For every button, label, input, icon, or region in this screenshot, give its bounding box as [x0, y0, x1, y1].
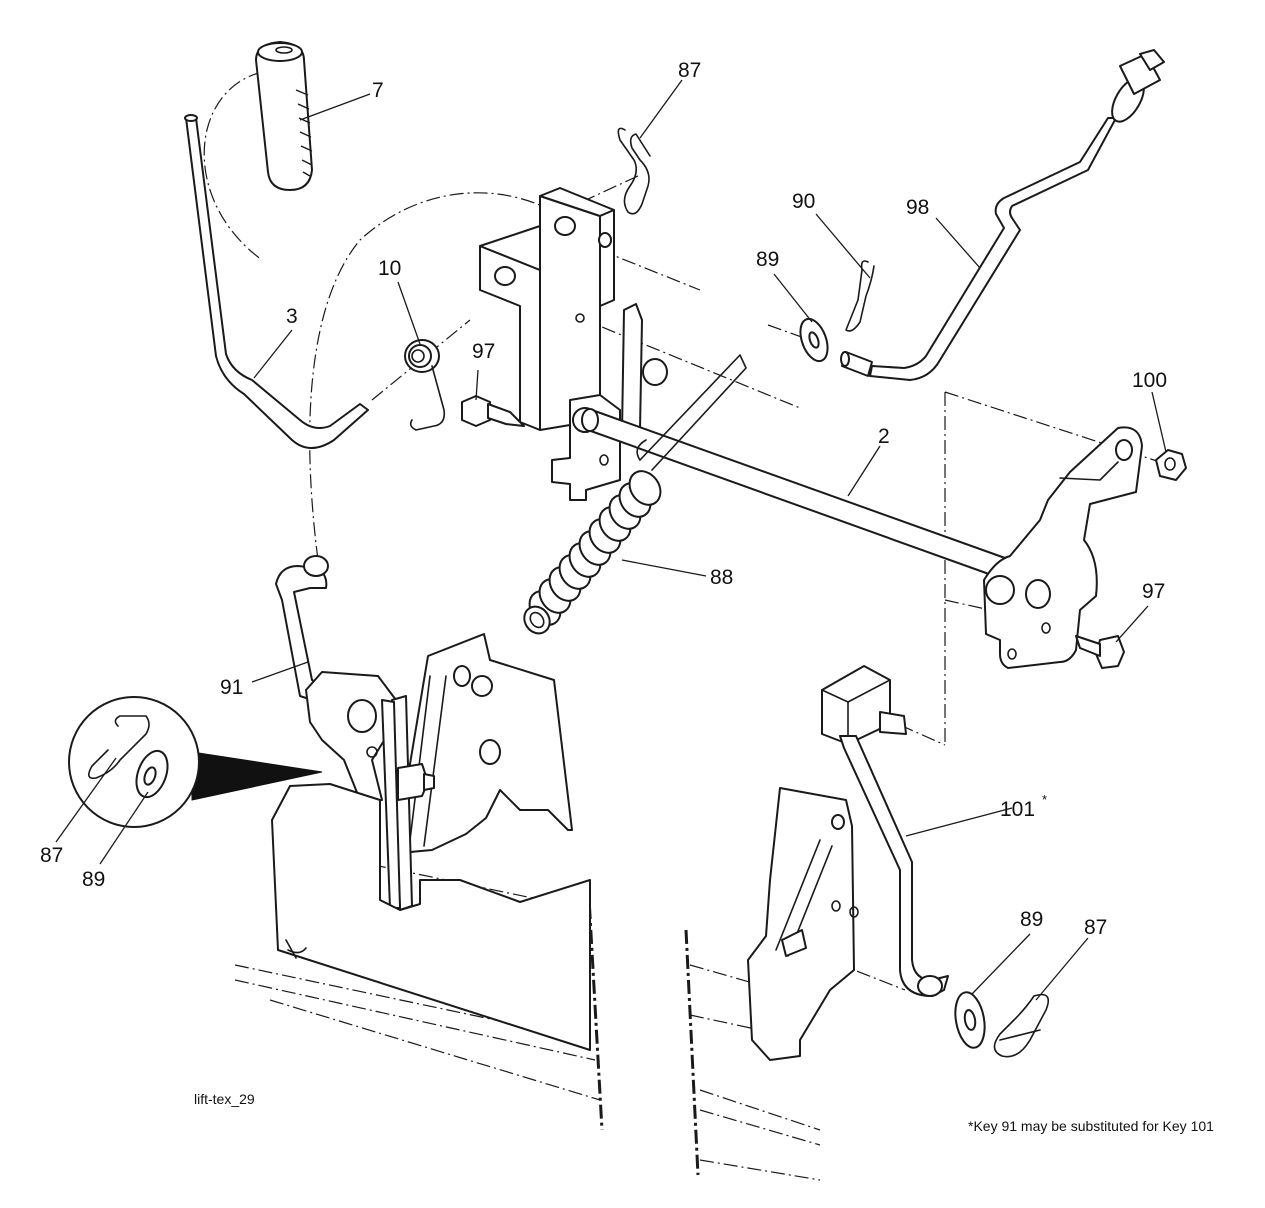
callout-98: 98	[906, 196, 929, 219]
callout-87-top: 87	[678, 59, 701, 82]
part-98-adjustment-rod	[840, 49, 1165, 381]
part-87-hairpin-clip-lower	[993, 993, 1050, 1058]
callout-87-inset: 87	[40, 844, 63, 867]
part-7-handle-grip	[255, 41, 313, 191]
figure-id: lift-tex_29	[194, 1091, 255, 1107]
part-91-lift-link	[275, 555, 397, 801]
part-89-washer-upper	[799, 317, 829, 363]
callout-10: 10	[378, 257, 401, 280]
callout-101: 101	[1000, 798, 1035, 821]
deck-hanger-bracket-right	[747, 787, 859, 1061]
deck-hanger-bracket-left	[381, 633, 573, 911]
mower-deck-left	[271, 783, 591, 1051]
callout-labels: 7 87 90 98 89 10 3 97 100 2 88 97 91 101…	[40, 59, 1167, 939]
part-100-nut	[1155, 449, 1187, 481]
part-101-lift-link	[821, 665, 949, 997]
part-87-hairpin-clip-upper	[617, 127, 651, 215]
callout-90: 90	[792, 190, 815, 213]
callout-97-right: 97	[1142, 580, 1165, 603]
part-10-spring	[404, 339, 446, 431]
callout-88: 88	[710, 566, 733, 589]
lift-arm-bracket-right	[983, 426, 1143, 669]
detail-inset	[68, 696, 323, 828]
part-90-clip	[845, 260, 875, 332]
callout-101-asterisk: *	[1042, 792, 1047, 807]
lift-bracket	[479, 187, 615, 431]
callout-3: 3	[286, 305, 298, 328]
part-97-bolt-upper	[461, 395, 525, 427]
part-97-bolt-lower	[1075, 635, 1125, 669]
callout-89-bottom: 89	[1020, 908, 1043, 931]
callout-7: 7	[372, 79, 384, 102]
leader-lines	[55, 79, 1167, 1001]
part-88-extension-spring	[523, 354, 747, 635]
callout-89-inset: 89	[82, 868, 105, 891]
callout-100: 100	[1132, 369, 1167, 392]
callout-2: 2	[878, 425, 890, 448]
callout-91: 91	[220, 676, 243, 699]
callout-97-top: 97	[472, 340, 495, 363]
callout-89-top: 89	[756, 248, 779, 271]
part-89-washer-lower	[954, 991, 986, 1049]
part-3-lift-handle	[184, 114, 369, 449]
footnote: *Key 91 may be substituted for Key 101	[968, 1118, 1214, 1134]
callout-87-bottom: 87	[1084, 916, 1107, 939]
